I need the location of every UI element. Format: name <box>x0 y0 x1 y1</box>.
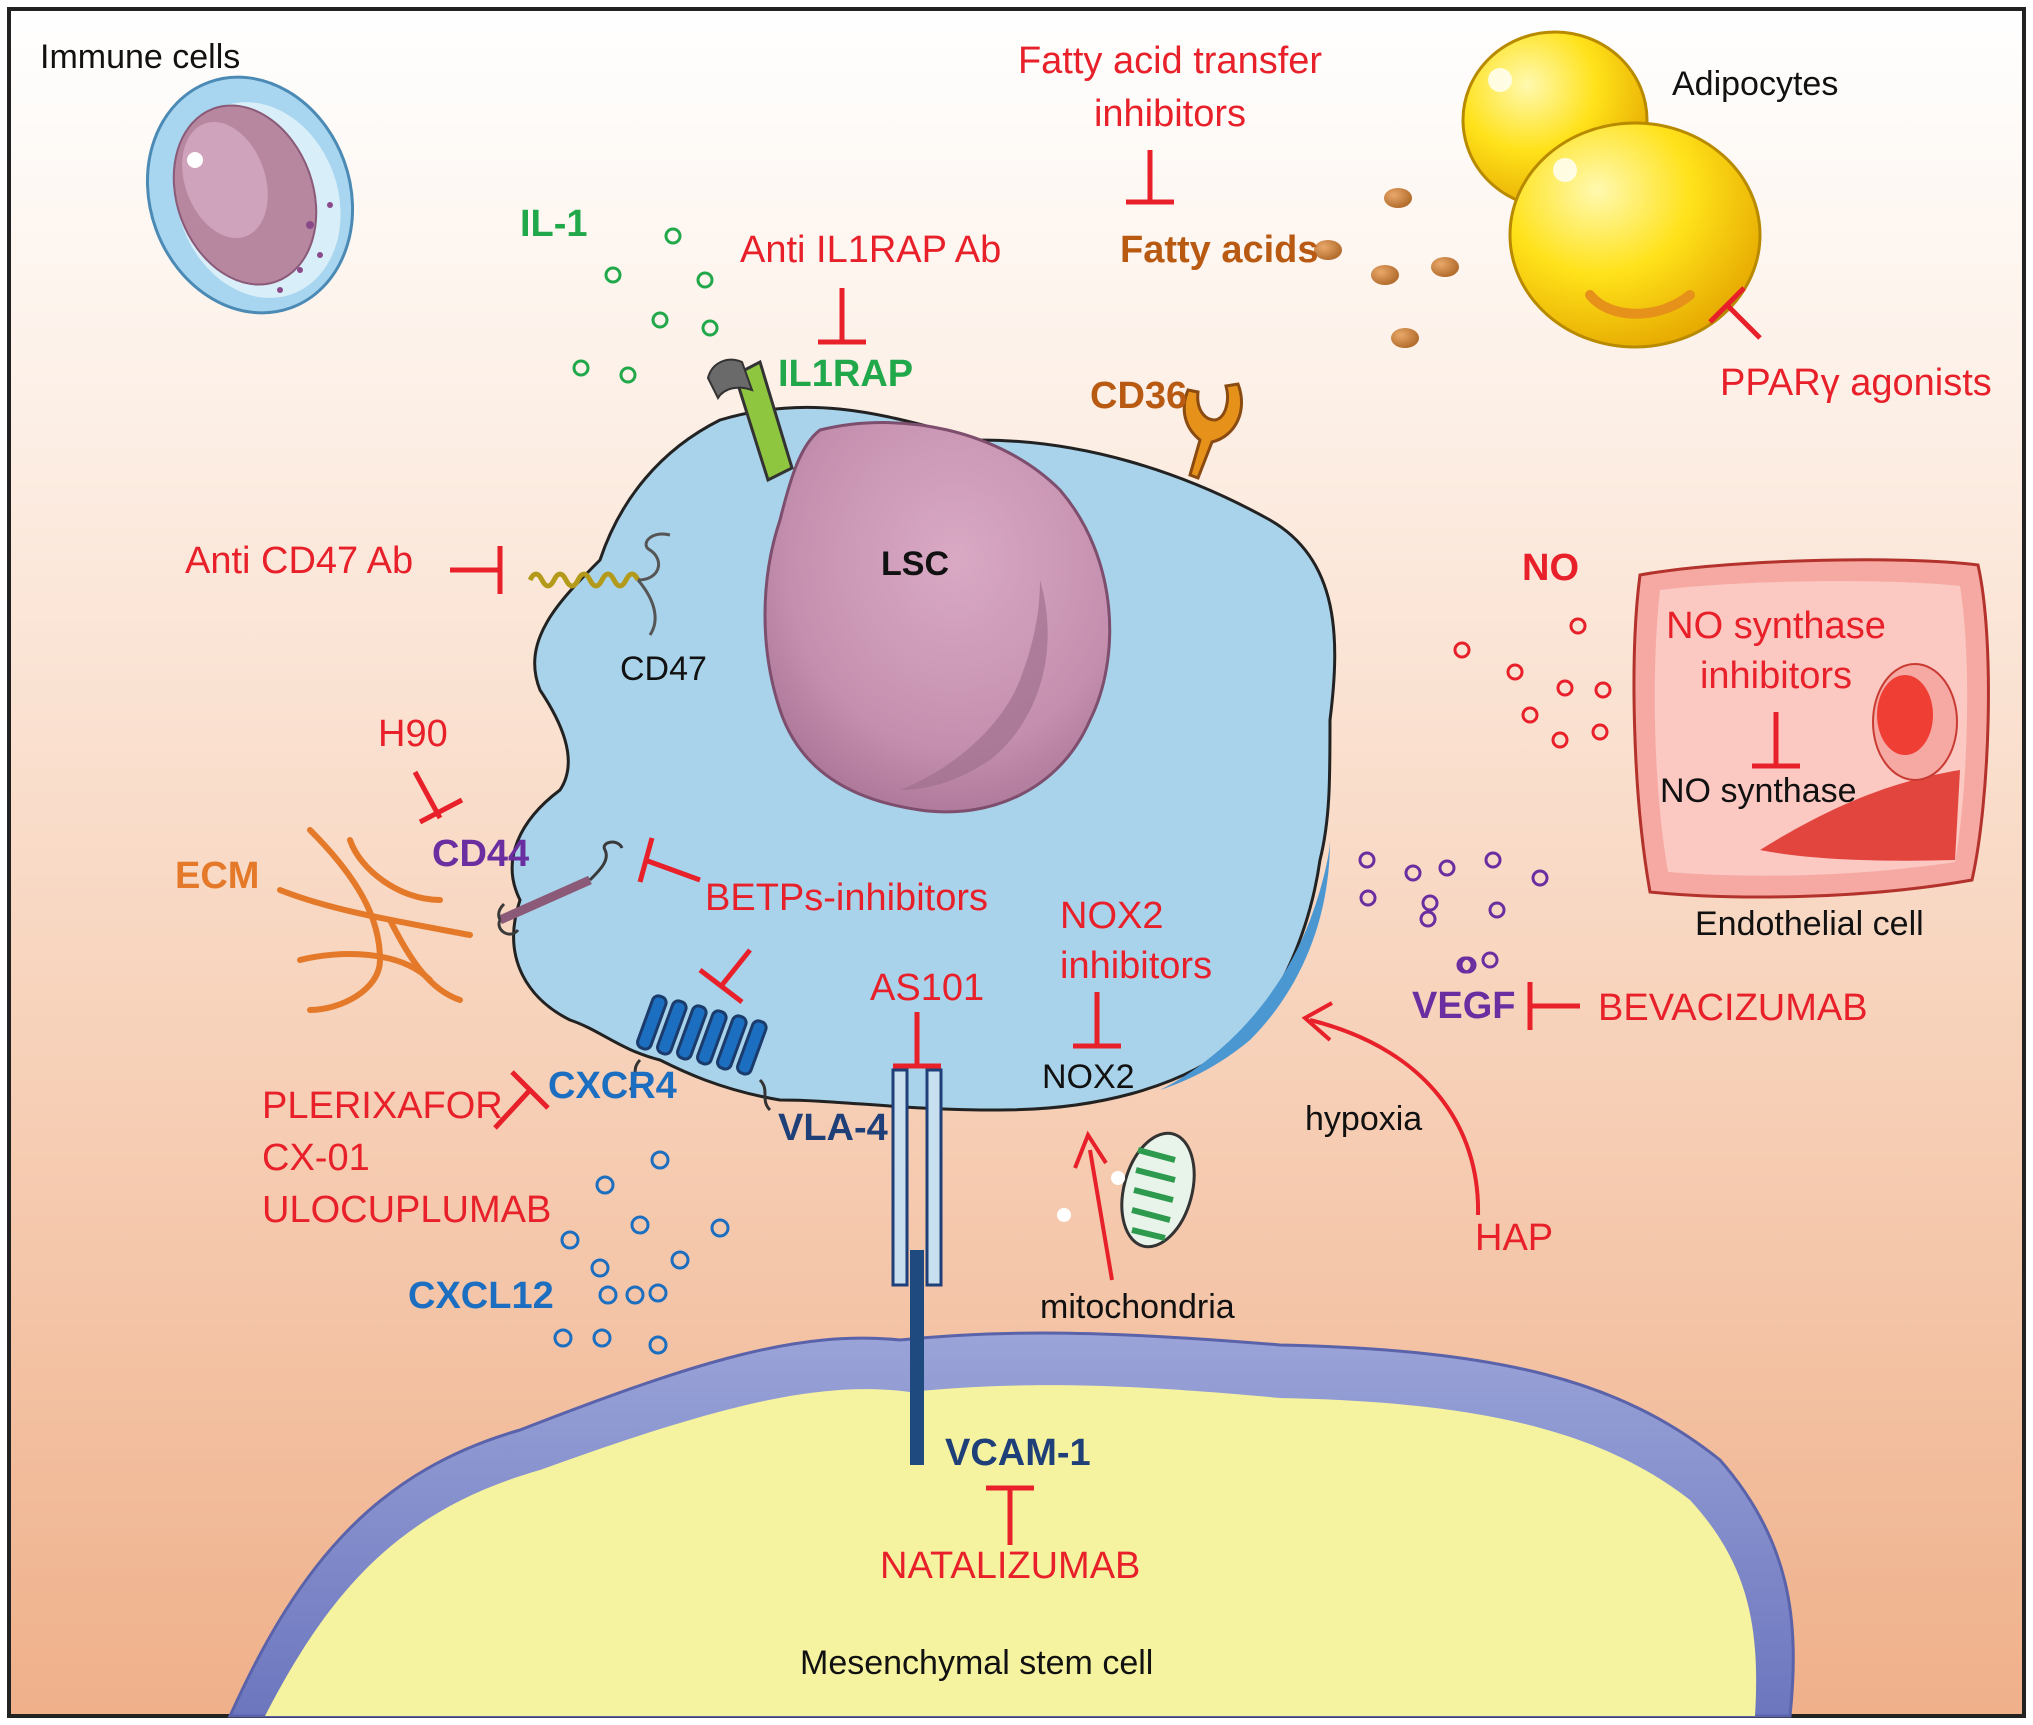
label-natalizumab: NATALIZUMAB <box>880 1545 1140 1587</box>
label-vcam1: VCAM-1 <box>945 1432 1091 1474</box>
vegf-molecules <box>1358 851 1549 974</box>
inhibition-il1rap <box>818 288 866 345</box>
label-hap: HAP <box>1475 1217 1553 1259</box>
label-no-synthase-inhibitors: NO synthase <box>1666 605 1886 647</box>
inhibition-cd47 <box>450 546 503 594</box>
cxcr4-receptor <box>628 994 772 1112</box>
cd44-receptor <box>497 840 624 936</box>
label-fatty-acids: Fatty acids <box>1120 229 1319 271</box>
label-no-synthase-inhibitors-2: inhibitors <box>1700 655 1852 697</box>
label-cd47: CD47 <box>620 650 707 688</box>
arrow-mitochondria-nox2 <box>1073 1130 1114 1281</box>
label-ulocuplumab: ULOCUPLUMAB <box>262 1189 551 1231</box>
inhibition-cxcr4 <box>493 1070 550 1130</box>
label-bevacizumab: BEVACIZUMAB <box>1598 987 1868 1029</box>
endothelial-cell <box>1632 558 1990 899</box>
inhibition-no-synthase <box>1752 712 1800 769</box>
label-immune-cells: Immune cells <box>40 38 240 76</box>
fatty-acid-droplets <box>1314 188 1459 348</box>
label-plerixafor: PLERIXAFOR <box>262 1085 503 1127</box>
label-ecm: ECM <box>175 855 259 897</box>
inhibition-betps-cxcr4 <box>698 948 752 1004</box>
label-fatty-acid-transfer-inhibitors: Fatty acid transfer <box>1018 40 1322 82</box>
cd36-receptor <box>1182 382 1243 480</box>
immune-cell <box>145 75 355 315</box>
label-il1rap: IL1RAP <box>778 353 913 395</box>
ecm-fibers <box>277 827 473 1013</box>
label-nox2-inhibitors: NOX2 <box>1060 895 1163 937</box>
label-adipocytes: Adipocytes <box>1672 65 1838 103</box>
label-fatty-acid-transfer-inhibitors-2: inhibitors <box>1094 93 1246 135</box>
label-lsc: LSC <box>881 545 949 583</box>
label-mitochondria: mitochondria <box>1040 1288 1235 1326</box>
arrow-hap-hypoxia <box>1301 1001 1481 1216</box>
label-no-synthase: NO synthase <box>1660 772 1857 810</box>
label-cxcl12: CXCL12 <box>408 1275 554 1317</box>
label-cxcr4: CXCR4 <box>548 1065 677 1107</box>
label-cx01: CX-01 <box>262 1137 370 1179</box>
cxcl12-molecules <box>553 1150 730 1355</box>
label-mesenchymal-stem-cell: Mesenchymal stem cell <box>800 1644 1153 1682</box>
cd47-receptor <box>527 532 671 636</box>
inhibition-nox2 <box>1073 992 1121 1049</box>
lsc-nucleus <box>763 421 1112 814</box>
label-nox2-inhibitors-2: inhibitors <box>1060 945 1212 987</box>
inhibition-ppary <box>1708 286 1762 340</box>
inhibition-betps-cd44 <box>637 837 701 883</box>
label-vla4: VLA-4 <box>778 1107 888 1149</box>
label-il1: IL-1 <box>520 203 588 245</box>
label-ppary-agonists: PPARγ agonists <box>1720 362 1992 404</box>
inhibition-vegf <box>1527 982 1580 1030</box>
vla4-integrin <box>891 1068 943 1287</box>
il1rap-receptor <box>706 358 794 483</box>
label-hypoxia: hypoxia <box>1305 1100 1422 1138</box>
inhibition-cd44 <box>412 770 464 825</box>
label-anti-cd47-ab: Anti CD47 Ab <box>185 540 413 582</box>
inhibition-vla4 <box>893 1012 941 1069</box>
label-as101: AS101 <box>870 967 984 1009</box>
label-betps-inhibitors: BETPs-inhibitors <box>705 877 988 919</box>
label-anti-il1rap-ab: Anti IL1RAP Ab <box>740 229 1001 271</box>
label-h90: H90 <box>378 713 448 755</box>
inhibition-vcam1 <box>986 1485 1034 1545</box>
vcam1-ligand <box>910 1250 924 1465</box>
inhibition-fatty-acids <box>1126 150 1174 205</box>
label-nox2: NOX2 <box>1042 1058 1135 1096</box>
il1-molecules <box>572 227 719 384</box>
no-molecules <box>1453 617 1612 749</box>
label-vegf: VEGF <box>1412 985 1515 1027</box>
label-endothelial-cell: Endothelial cell <box>1695 905 1924 943</box>
adipocytes <box>1461 30 1762 349</box>
mitochondrion <box>1057 1131 1196 1249</box>
label-cd44: CD44 <box>432 833 529 875</box>
label-cd36: CD36 <box>1090 375 1187 417</box>
label-no: NO <box>1522 547 1579 589</box>
